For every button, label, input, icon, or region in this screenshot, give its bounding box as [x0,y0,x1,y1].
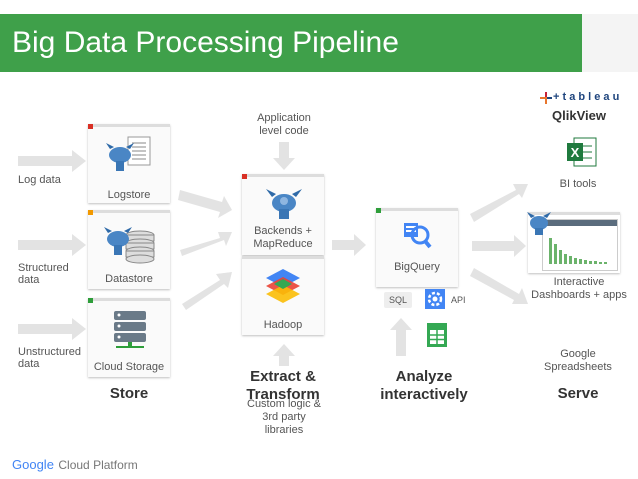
backends-icon [266,189,302,219]
app-code-line1: Application [257,112,311,124]
arrow-transform-to-bigquery [332,234,366,256]
store-heading: Store [109,385,149,402]
logstore-label: Logstore [107,189,151,201]
sheets-line2: Spreadsheets [544,361,612,373]
backends-card: Backends + MapReduce [242,174,324,255]
bi-tools-label: BI tools [559,178,597,190]
cloud-storage-label: Cloud Storage [93,361,165,373]
datastore-card: Datastore [88,210,170,289]
bigquery-card: BigQuery [376,208,458,287]
app-code-line2: level code [259,125,309,137]
dashboard-app-engine-icon [527,212,551,235]
bigquery-label: BigQuery [394,261,440,273]
hadoop-card: Hadoop [242,256,324,335]
bigquery-icon [404,223,432,249]
api-icon [425,289,445,309]
arrow-cloudstorage-to-hadoop [182,272,232,310]
transform-heading-line1: Extract & [250,368,316,385]
hadoop-icon [266,269,300,303]
custom-logic-line2: 3rd party [262,411,306,423]
backends-label-line1: Backends + [254,225,312,237]
arrow-to-dashboards [472,235,526,257]
custom-logic-line1: Custom logic & [247,398,321,410]
transform-heading-line2: Transform [246,386,320,403]
logstore-card: Logstore [88,124,170,203]
arrow-datastore-to-backends [180,232,232,256]
banner-shade [582,14,638,72]
title-banner: Big Data Processing Pipeline [0,14,582,72]
logstore-icon [106,136,151,171]
arrow-log-data [18,150,86,172]
input-structured-line1: Structured [18,262,69,274]
tableau-mark-icon [540,92,552,104]
arrow-appcode-down [273,142,295,170]
input-log-data: Log data [18,174,61,186]
datastore-label: Datastore [105,273,153,285]
card-flag [88,210,93,215]
dashboard-chart-icon [549,238,607,264]
api-label: API [451,295,466,305]
input-unstructured-line2: data [18,358,40,370]
dashboard-preview [542,219,618,271]
card-flag [88,298,93,303]
arrow-to-sheets [470,268,528,304]
svg-text:X: X [571,145,580,160]
backends-label-line2: MapReduce [253,238,313,250]
arrow-structured-data [18,234,86,256]
serve-heading: Serve [557,385,599,402]
arrow-logstore-to-backends [178,190,232,218]
sheets-line1: Google [560,348,596,360]
cloud-platform-wordmark: Cloud Platform [58,458,138,472]
google-cloud-platform-logo: Google Cloud Platform [12,456,138,474]
dashboard-screenshot [527,212,620,273]
tableau-logo: + t a b l e a u [553,91,620,103]
card-flag [376,208,381,213]
input-structured-line2: data [18,274,40,286]
arrow-sql-up [390,318,412,356]
hadoop-label: Hadoop [263,319,303,331]
custom-logic-line3: libraries [264,424,304,436]
datastore-icon [104,227,155,264]
qlikview-logo: QlikView [552,108,606,123]
card-flag [242,174,247,179]
sql-pill: SQL [384,292,412,308]
card-flag [88,124,93,129]
arrow-custom-up [273,344,295,366]
google-wordmark: Google [12,457,54,472]
cloud-storage-card: Cloud Storage [88,298,170,377]
excel-icon: X [567,137,597,167]
analyze-heading-line1: Analyze [395,368,453,385]
dashboards-line2: Dashboards + apps [531,289,627,301]
analyze-heading-line2: interactively [380,386,468,403]
cloud-storage-icon [114,311,146,348]
arrow-unstructured-data [18,318,86,340]
input-unstructured-line1: Unstructured [18,346,81,358]
arrow-to-bi-tools [470,184,528,222]
sheets-small-icon [427,323,447,347]
page-title: Big Data Processing Pipeline [12,26,399,59]
dashboards-line1: Interactive [553,276,605,288]
